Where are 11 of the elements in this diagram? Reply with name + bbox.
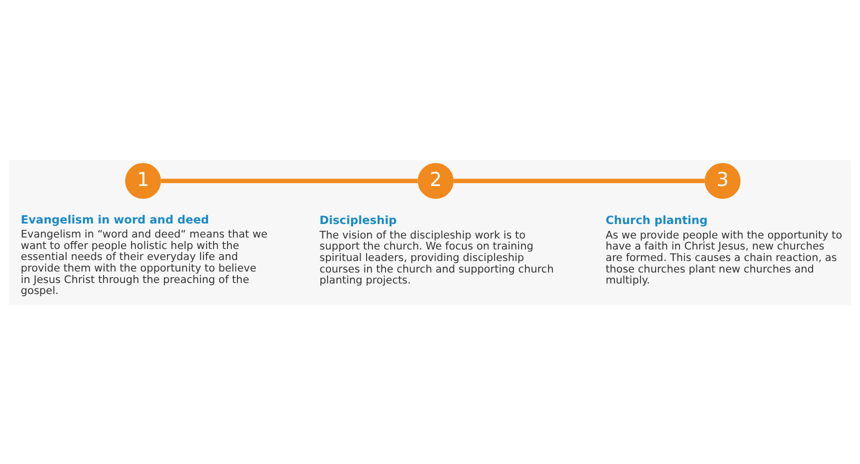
node-circle: 2: [418, 162, 454, 198]
node-label: Evangelism in word and deed: [20, 212, 210, 226]
node-circle: 1: [125, 162, 161, 198]
connector: [160, 178, 418, 183]
node-label: Church planting: [606, 212, 708, 227]
node-label: The vision of the discipleship work is to support the church. We focus on training spiritual leaders, providing discipleship courses in the church and supporting church planting projects.: [320, 228, 554, 286]
connector: [454, 178, 705, 183]
node-label: As we provide people with the opportunity to have a faith in Christ Jesus, new churches are formed. This causes a chain reaction, as those churches plant new churches and multiply.: [606, 228, 842, 286]
node-label: Evangelism in “word and deed“ means that we want to offer people holistic help with the essential needs of their everyday life and provide them with the opportunity to believe in Jesus Christ through the preaching of the gospel.: [20, 228, 268, 297]
node-circle: 3: [704, 162, 741, 198]
node-label: Discipleship: [320, 212, 397, 227]
